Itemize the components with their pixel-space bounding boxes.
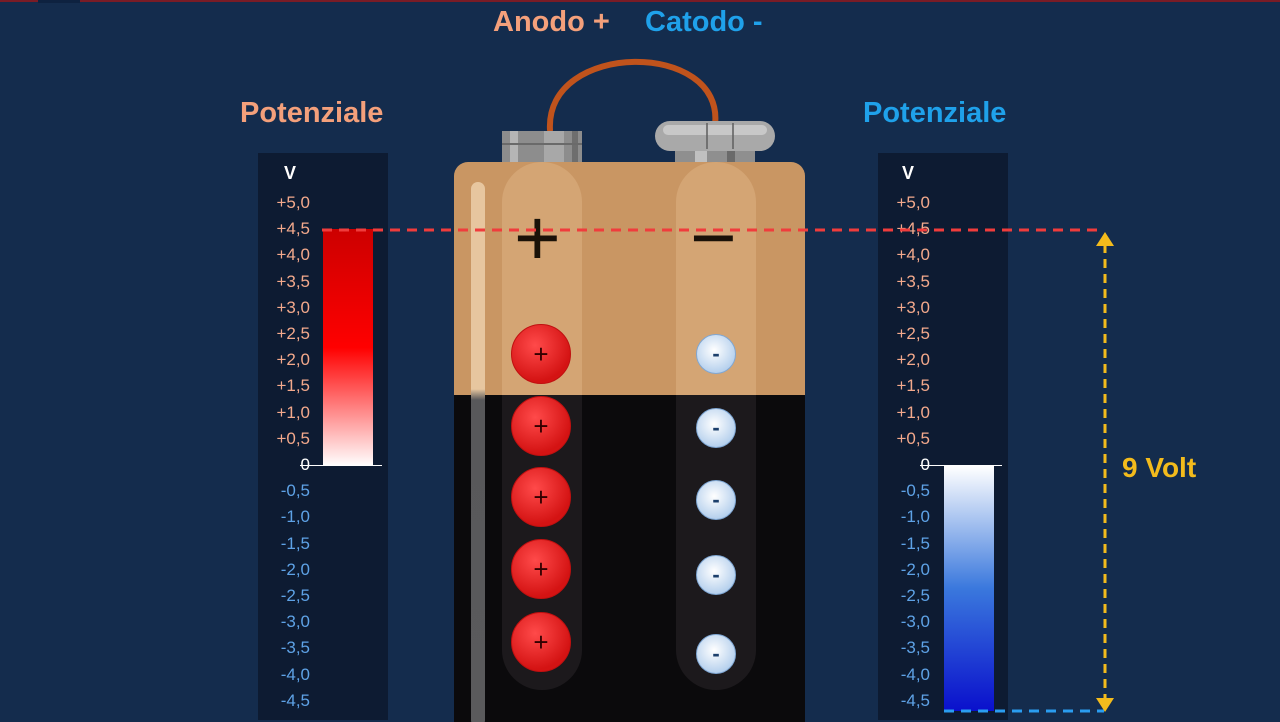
left-potential-scale: V +5,0 +4,5 +4,0 +3,5 +3,0 +2,5 +2,0 +1,5 +1,0 +0… <box>258 153 388 720</box>
voltage-arrow-bottom <box>1096 698 1114 712</box>
right-tick-label: +2,0 <box>896 350 930 370</box>
left-tick-label: +1,0 <box>276 402 310 422</box>
right-tick-label: +3,0 <box>896 297 930 317</box>
connecting-wire <box>546 58 719 133</box>
right-tick-label: +4,5 <box>896 219 930 239</box>
left-tick-label: -4,0 <box>280 664 310 684</box>
right-tick-label: +5,0 <box>896 193 930 212</box>
right-scale-unit: V <box>902 163 915 183</box>
left-scale-unit: V <box>284 163 297 183</box>
cathode-title: Catodo - <box>645 6 763 38</box>
left-tick-label: +4,0 <box>276 245 310 265</box>
left-tick-label: -2,5 <box>280 586 310 605</box>
left-tick-label: -1,0 <box>280 507 310 527</box>
right-tick-label: +1,0 <box>896 402 930 422</box>
right-tick-label: +3,5 <box>896 271 930 291</box>
left-tick-label: -1,5 <box>280 533 310 553</box>
positive-terminal <box>502 131 582 162</box>
positive-ion: + <box>511 396 571 456</box>
left-tick-label: -2,0 <box>280 559 310 579</box>
right-tick-label: -2,0 <box>900 559 930 579</box>
negative-terminal <box>655 121 775 162</box>
right-tick-label: -1,5 <box>900 533 930 553</box>
right-tick-label: +1,5 <box>896 376 930 396</box>
voltage-label: 9 Volt <box>1122 452 1197 483</box>
top-border-notch <box>38 0 80 3</box>
battery-minus-symbol: − <box>690 193 737 282</box>
right-tick-label: -4,5 <box>900 690 930 710</box>
negative-ion: - <box>696 480 736 520</box>
left-zero-line <box>300 465 382 466</box>
left-tick-label: +3,0 <box>276 297 310 317</box>
positive-ion: + <box>511 467 571 527</box>
right-tick-label: 0 <box>886 455 930 475</box>
negative-ion: - <box>696 408 736 448</box>
battery-highlight <box>471 182 485 722</box>
right-potential-title: Potenziale <box>863 97 1007 129</box>
negative-ion: - <box>696 555 736 595</box>
left-potential-title: Potenziale <box>240 97 384 129</box>
negative-ion: - <box>696 334 736 374</box>
left-tick-label: +2,5 <box>276 324 310 343</box>
positive-ion: + <box>511 324 571 384</box>
right-zero-line <box>920 465 1002 466</box>
right-tick-label: -2,5 <box>900 586 930 605</box>
right-tick-label: -3,0 <box>900 612 930 632</box>
top-border <box>0 0 1280 2</box>
positive-ion: + <box>511 539 571 599</box>
right-tick-label: +4,0 <box>896 245 930 265</box>
right-tick-label: +2,5 <box>896 324 930 343</box>
battery: + − + + + + + - - - - - <box>454 162 805 722</box>
left-tick-label: -3,0 <box>280 612 310 632</box>
voltage-arrow-top <box>1096 232 1114 246</box>
left-tick-label: +3,5 <box>276 271 310 291</box>
left-potential-bar <box>323 229 373 466</box>
left-tick-label: +0,5 <box>276 428 310 448</box>
right-tick-label: +0,5 <box>896 428 930 448</box>
left-tick-label: +4,5 <box>276 219 310 239</box>
right-potential-scale: V +5,0 +4,5 +4,0 +3,5 +3,0 +2,5 +2,0 +1,5 +1,0 +0… <box>878 153 1008 720</box>
left-tick-label: -0,5 <box>280 481 310 501</box>
left-tick-label: +5,0 <box>276 193 310 212</box>
right-tick-label: -3,5 <box>900 638 930 658</box>
right-tick-label: -1,0 <box>900 507 930 527</box>
left-tick-label: +1,5 <box>276 376 310 396</box>
negative-ion: - <box>696 634 736 674</box>
right-tick-label: -0,5 <box>900 481 930 501</box>
anode-title: Anodo + <box>493 6 610 38</box>
left-tick-label: +2,0 <box>276 350 310 370</box>
battery-plus-symbol: + <box>514 193 561 282</box>
right-tick-label: -4,0 <box>900 664 930 684</box>
positive-ion: + <box>511 612 571 672</box>
left-tick-label: 0 <box>266 455 310 475</box>
left-tick-label: -4,5 <box>280 690 310 710</box>
left-tick-label: -3,5 <box>280 638 310 658</box>
right-potential-bar <box>944 466 994 711</box>
